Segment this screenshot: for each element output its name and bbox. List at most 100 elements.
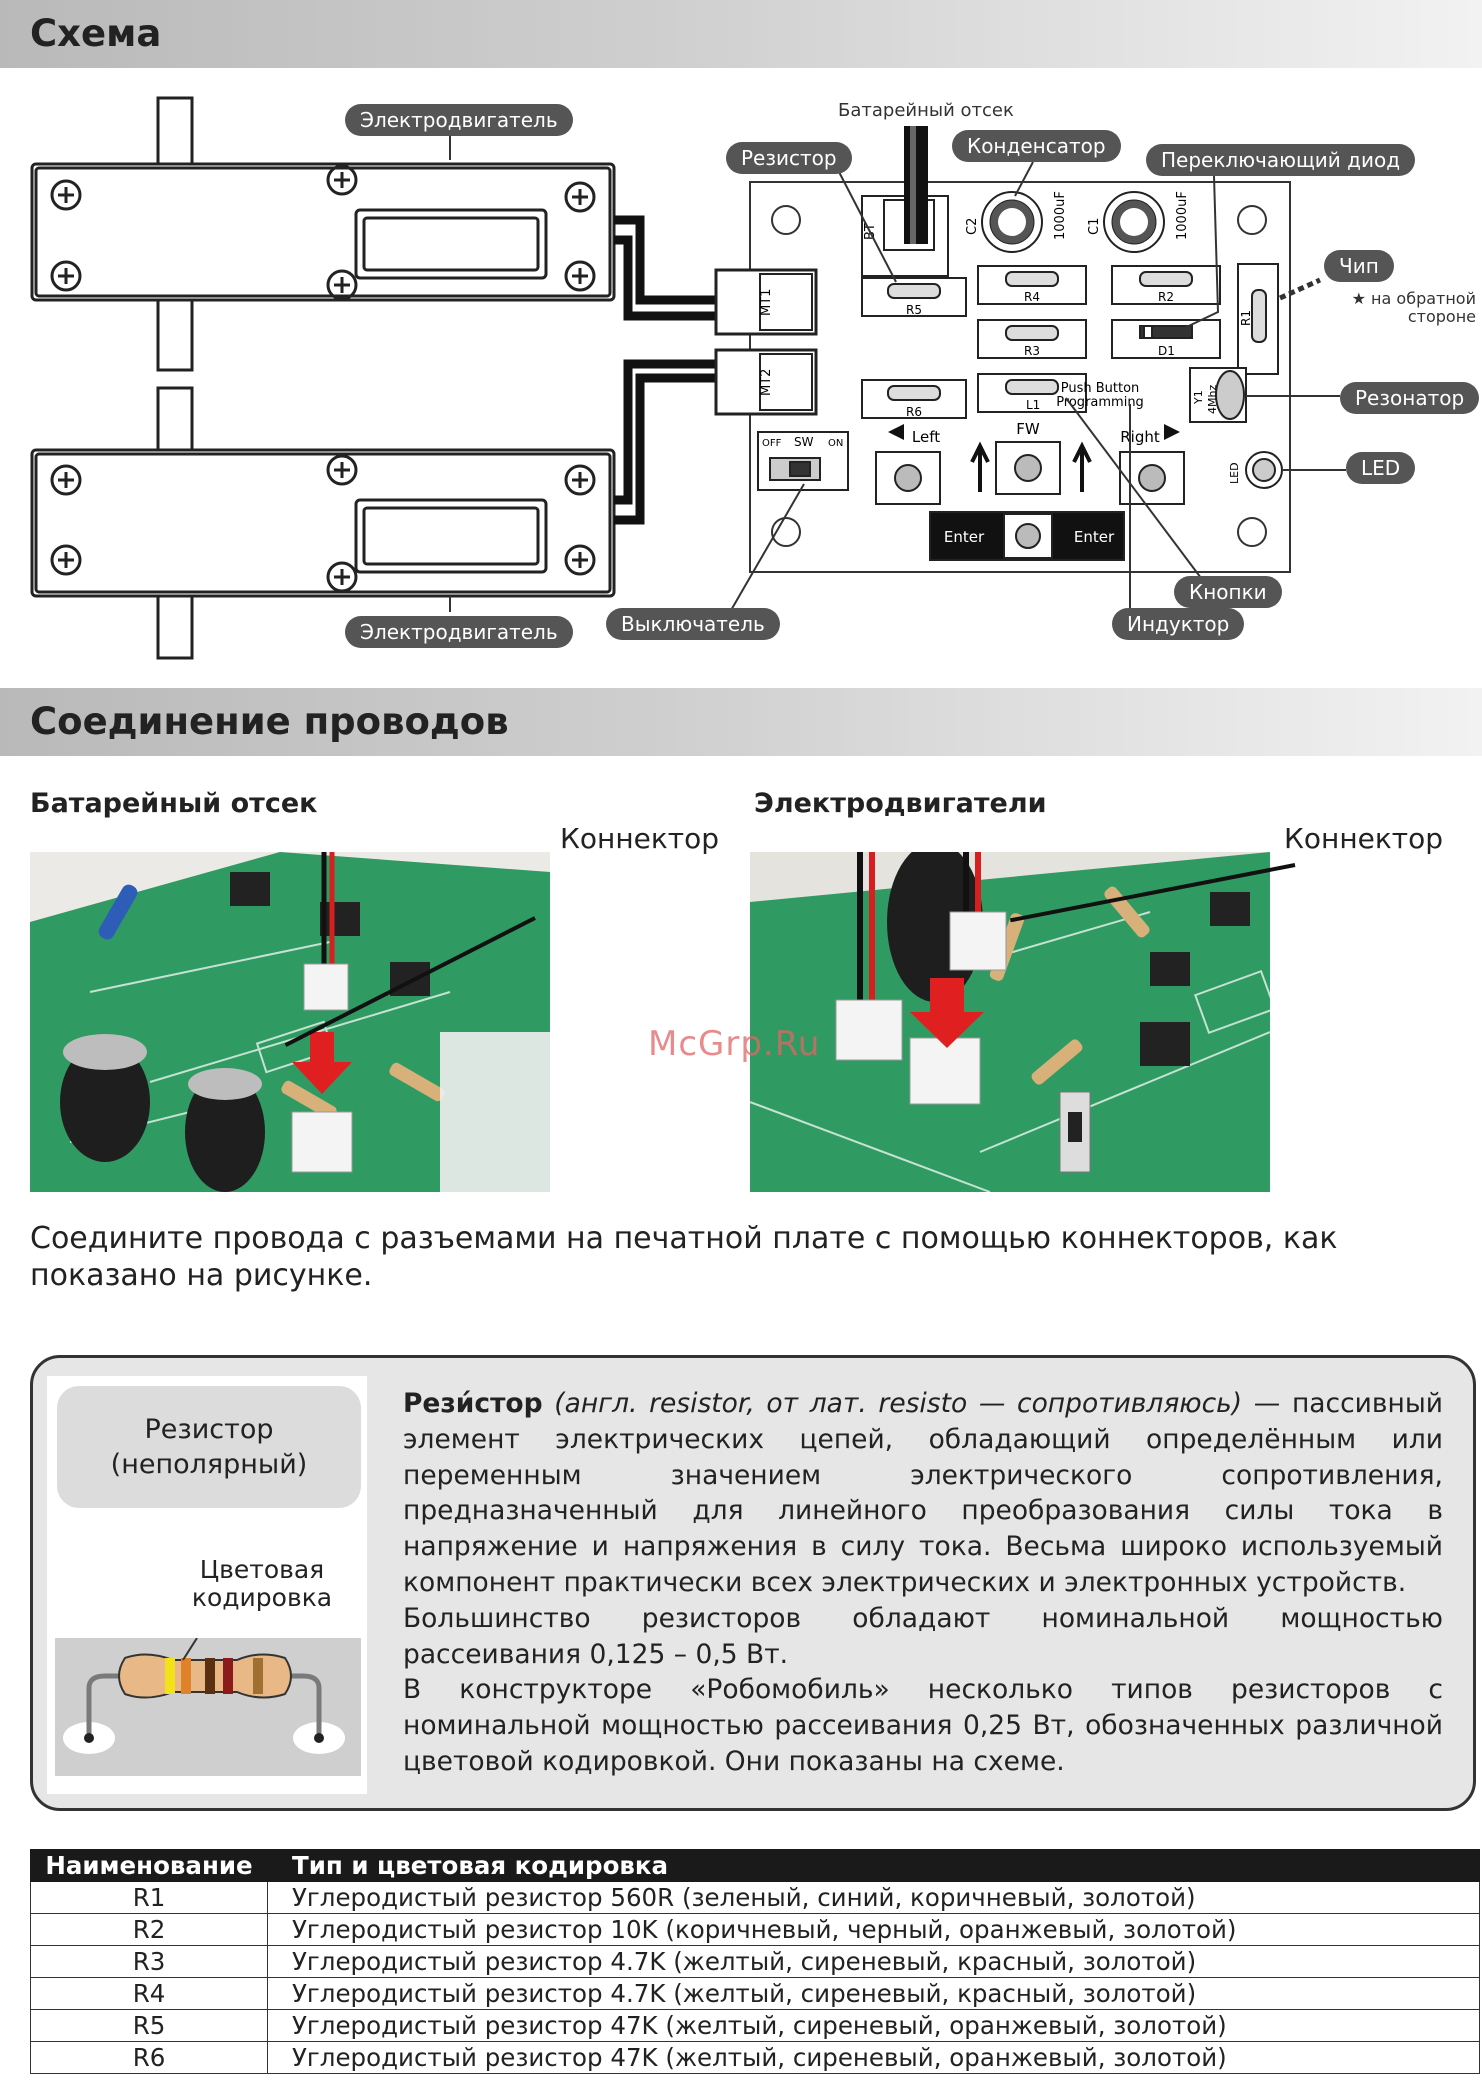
section-header-schema: Схема [0,0,1482,68]
cell-name: R6 [30,2041,268,2074]
cell-name: R1 [30,1881,268,1914]
section-title: Схема [30,12,162,55]
schematic-diagram: MT1 MT2 BT C2 C1 1000uF 1000uF [30,96,1346,660]
led-drawing [1245,451,1283,489]
resistor-legend-panel: Резистор (неполярный) Цветовая кодировка [47,1376,367,1794]
cell-type: Углеродистый резистор 4.7K (желтый, сире… [267,1977,1480,2010]
resistor-etymology: (англ. resistor, от лат. resisto — сопро… [554,1388,1243,1419]
battery-connection-photo [30,852,550,1192]
color-coding-line-2: кодировка [191,1583,333,1612]
cell-type: Углеродистый резистор 560R (зеленый, син… [267,1881,1480,1914]
r2-label: R2 [1158,290,1174,304]
switch-on-label: ON [828,438,843,449]
push-button-label: Push Button [1061,381,1140,396]
resistor-description: Рези́стор (англ. resistor, от лат. resis… [403,1386,1443,1780]
callout-leader-lines [449,136,1346,616]
resistor-table: Наименование Тип и цветовая кодировка R1… [30,1849,1480,2074]
r4-label: R4 [1024,290,1040,304]
c2-label: C2 [965,218,980,235]
motor-top-drawing [30,96,616,372]
r5-label: R5 [906,303,922,317]
callout-motor-bottom: Электродвигатель [345,616,573,648]
switch-sw-label: SW [794,435,814,449]
table-header-row: Наименование Тип и цветовая кодировка [30,1849,1480,1882]
battery-photo-title: Батарейный отсек [30,788,318,819]
right-label: Right [1120,428,1160,446]
cell-name: R2 [30,1913,268,1946]
r6-label: R6 [906,405,922,419]
callout-switching-diode: Переключающий диод [1146,144,1416,176]
resonator-drawing [1189,367,1247,423]
left-label: Left [912,428,940,446]
instruction-text: Соедините провода с разъемами на печатно… [30,1221,1338,1293]
c2-value-label: 1000uF [1053,191,1068,240]
header-type: Тип и цветовая кодировка [267,1849,1480,1882]
color-coding-line-1: Цветовая [199,1555,325,1584]
callout-led: LED [1346,452,1416,484]
led-board-label: LED [1228,462,1241,484]
y1-label: Y1 [1192,390,1205,405]
section-title: Соединение проводов [30,700,509,743]
resistor-legend-pill: Резистор (неполярный) [57,1386,361,1508]
resistor-illustration [55,1638,361,1776]
r1-label: R1 [1239,310,1253,326]
resistor-power-note: Большинство резисторов обладают номиналь… [403,1602,1443,1670]
resistor-definition: — пассивный элемент электрических цепей,… [403,1388,1443,1598]
resistor-term: Рези́стор [403,1388,543,1419]
programming-label: Programming [1056,395,1144,410]
watermark: McGrp.Ru [648,1024,821,1064]
resistor-info-box: Резистор (неполярный) Цветовая кодировка… [30,1355,1476,1811]
cell-type: Углеродистый резистор 10K (коричневый, ч… [267,1913,1480,1946]
enter-left-label: Enter [944,528,985,546]
motors-connection-photo [750,852,1270,1192]
cell-name: R3 [30,1945,268,1978]
right-triangle-icon [1164,424,1180,440]
switch-off-label: OFF [762,438,782,449]
battery-connector-drawing [861,126,949,277]
motor-bottom-drawing [30,386,616,660]
r3-label: R3 [1024,344,1040,358]
c1-label: C1 [1087,218,1102,235]
motor-connectors [714,268,818,416]
legend-line-1: Резистор [144,1414,274,1445]
mt2-label: MT2 [759,369,774,396]
enter-right-label: Enter [1074,528,1115,546]
motors-connector-label: Коннектор [1284,822,1443,855]
fw-label: FW [1016,420,1040,438]
callout-switch: Выключатель [606,608,780,640]
legend-line-2: (неполярный) [110,1449,308,1480]
d1-label: D1 [1158,344,1175,358]
callout-battery: Батарейный отсек [838,100,1014,121]
power-switch-drawing [757,431,849,491]
l1-label: L1 [1026,398,1040,412]
callout-buttons: Кнопки [1174,576,1282,608]
motors-photo-title: Электродвигатели [754,788,1047,819]
resistors-drawing [861,263,1279,419]
cell-type: Углеродистый резистор 47K (желтый, сирен… [267,2009,1480,2042]
resistor-kit-note: В конструкторе «Робомобиль» несколько ти… [403,1674,1443,1777]
section-header-wiring: Соединение проводов [0,688,1482,756]
left-triangle-icon [888,424,904,440]
cell-type: Углеродистый резистор 4.7K (желтый, сире… [267,1945,1480,1978]
fw-arrow-left-icon [970,441,990,492]
freq-label: 4Mhz [1206,385,1219,414]
cell-type: Углеродистый резистор 47K (желтый, сирен… [267,2041,1480,2074]
callout-resonator: Резонатор [1340,382,1480,414]
cell-name: R4 [30,1977,268,2010]
fw-arrow-right-icon [1072,441,1092,492]
capacitors-drawing [981,191,1165,253]
header-name: Наименование [30,1849,268,1882]
mt1-label: MT1 [759,289,774,316]
cell-name: R5 [30,2009,268,2042]
motor-wires [614,215,720,525]
battery-connector-label: Коннектор [560,822,719,855]
callout-inductor: Индуктор [1112,608,1245,640]
callout-resistor: Резистор [726,142,852,174]
callout-capacitor: Конденсатор [952,130,1121,162]
c1-value-label: 1000uF [1175,191,1190,240]
